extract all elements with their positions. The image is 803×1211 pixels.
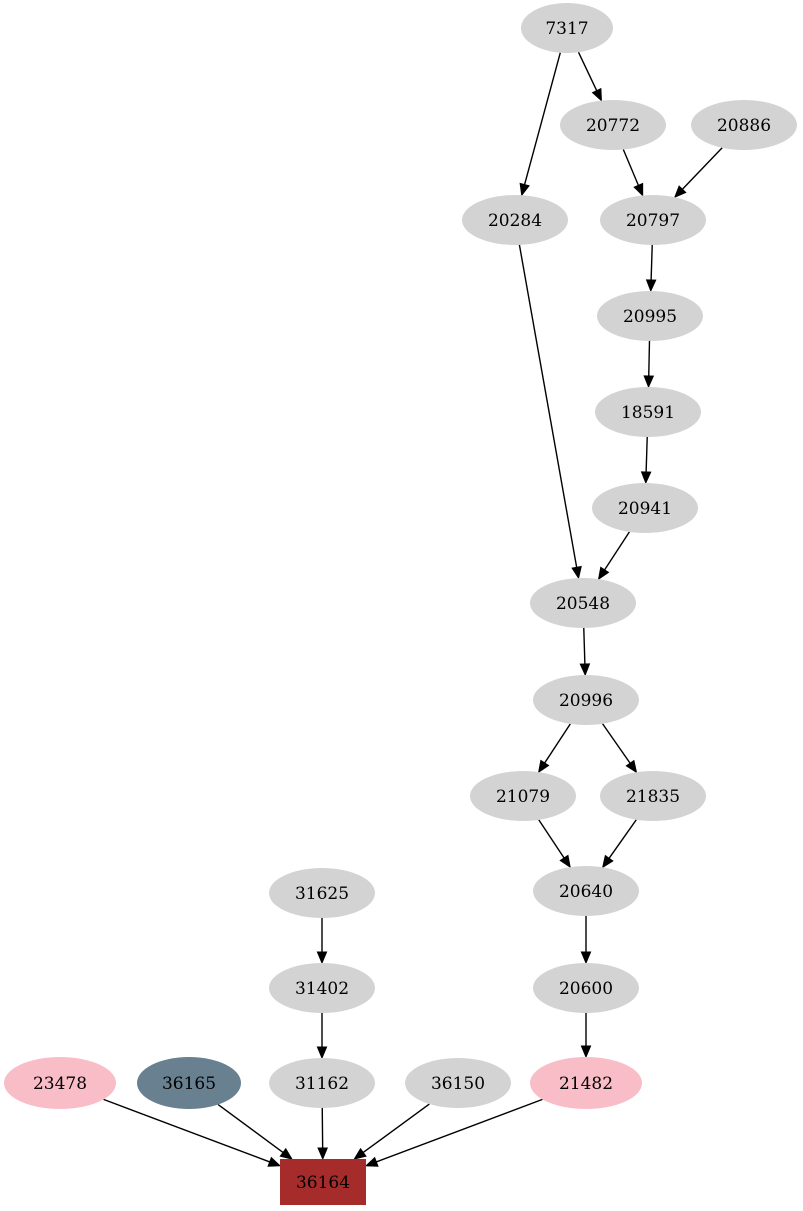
graph-edge	[645, 436, 648, 473]
graph-node-20640[interactable]: 20640	[533, 866, 639, 916]
edge-arrowhead	[643, 375, 655, 389]
node-ellipse-shape[interactable]	[691, 100, 797, 150]
graph-node-36164[interactable]: 36164	[280, 1159, 366, 1205]
graph-node-20996[interactable]: 20996	[533, 675, 639, 725]
node-ellipse-shape[interactable]	[600, 771, 706, 821]
node-ellipse-shape[interactable]	[595, 387, 701, 437]
edge-arrowhead	[537, 759, 550, 774]
edge-arrowhead	[571, 565, 582, 580]
graph-edge	[577, 51, 598, 91]
graph-edge	[518, 244, 578, 568]
graph-node-20548[interactable]: 20548	[530, 578, 636, 628]
graph-node-18591[interactable]: 18591	[595, 387, 701, 437]
node-ellipse-shape[interactable]	[533, 963, 639, 1013]
node-box-shape[interactable]	[280, 1159, 366, 1205]
graph-node-21482[interactable]: 21482	[530, 1057, 642, 1109]
node-ellipse-shape[interactable]	[269, 1058, 375, 1108]
node-ellipse-shape[interactable]	[269, 963, 375, 1013]
graph-edge	[544, 723, 571, 764]
edge-arrowhead	[279, 1147, 293, 1160]
node-layer: 7317 20772 20886 20284 20797 20995 18591 20941 2…	[4, 3, 797, 1205]
graph-node-7317[interactable]: 7317	[521, 3, 613, 53]
graph-edge	[608, 819, 637, 859]
node-ellipse-shape[interactable]	[592, 483, 698, 533]
node-ellipse-shape[interactable]	[470, 771, 576, 821]
node-ellipse-shape[interactable]	[533, 866, 639, 916]
edge-arrowhead	[316, 951, 328, 965]
edge-arrowhead	[580, 951, 592, 965]
graph-node-21079[interactable]: 21079	[470, 771, 576, 821]
graph-node-31402[interactable]: 31402	[269, 963, 375, 1013]
node-ellipse-shape[interactable]	[560, 100, 666, 150]
graph-edge	[681, 147, 723, 190]
edge-arrowhead	[579, 663, 591, 677]
edge-arrowhead	[364, 1156, 379, 1167]
edge-arrowhead	[580, 1045, 592, 1059]
graph-node-36150[interactable]: 36150	[405, 1058, 511, 1108]
graph-edge	[538, 819, 565, 859]
graph-edge	[523, 52, 561, 185]
graph-node-20995[interactable]: 20995	[597, 291, 703, 341]
node-ellipse-shape[interactable]	[137, 1057, 241, 1109]
edge-arrowhead	[267, 1156, 282, 1167]
graph-node-20797[interactable]: 20797	[600, 195, 706, 245]
graph-edge	[583, 627, 586, 665]
node-ellipse-shape[interactable]	[405, 1058, 511, 1108]
edge-arrowhead	[591, 87, 602, 102]
node-ellipse-shape[interactable]	[597, 291, 703, 341]
graph-node-36165[interactable]: 36165	[137, 1057, 241, 1109]
graph-edge	[217, 1103, 284, 1154]
graph-node-31162[interactable]: 31162	[269, 1058, 375, 1108]
node-ellipse-shape[interactable]	[533, 675, 639, 725]
edge-arrowhead	[559, 854, 571, 869]
graph-node-20284[interactable]: 20284	[462, 195, 568, 245]
edge-arrowhead	[353, 1147, 367, 1160]
graph-edge	[622, 149, 640, 186]
graph-node-20941[interactable]: 20941	[592, 483, 698, 533]
edge-arrowhead	[645, 279, 657, 293]
edge-arrowhead	[316, 1046, 328, 1060]
edge-arrowhead	[673, 185, 687, 199]
graph-node-23478[interactable]: 23478	[4, 1057, 116, 1109]
edge-layer	[103, 51, 723, 1167]
edge-arrowhead	[317, 1147, 329, 1161]
node-ellipse-shape[interactable]	[521, 3, 613, 53]
edge-arrowhead	[519, 182, 530, 197]
graph-node-31625[interactable]: 31625	[269, 868, 375, 918]
graph-node-20600[interactable]: 20600	[533, 963, 639, 1013]
node-ellipse-shape[interactable]	[530, 1057, 642, 1109]
edge-arrowhead	[633, 182, 644, 197]
edge-arrowhead	[597, 566, 610, 581]
graph-edge	[103, 1098, 270, 1163]
node-ellipse-shape[interactable]	[462, 195, 568, 245]
node-ellipse-shape[interactable]	[4, 1057, 116, 1109]
graph-edge	[604, 531, 630, 571]
graph-node-20886[interactable]: 20886	[691, 100, 797, 150]
edge-arrowhead	[601, 854, 614, 869]
graph-edge	[362, 1103, 430, 1154]
graph-node-21835[interactable]: 21835	[600, 771, 706, 821]
node-ellipse-shape[interactable]	[530, 578, 636, 628]
graph-edge	[648, 340, 651, 377]
graph-edge	[376, 1098, 543, 1163]
graph-node-20772[interactable]: 20772	[560, 100, 666, 150]
edge-arrowhead	[625, 759, 638, 774]
edge-arrowhead	[640, 471, 652, 485]
node-ellipse-shape[interactable]	[269, 868, 375, 918]
graph-edge	[650, 244, 653, 281]
node-ellipse-shape[interactable]	[600, 195, 706, 245]
graph-edge	[601, 723, 631, 764]
